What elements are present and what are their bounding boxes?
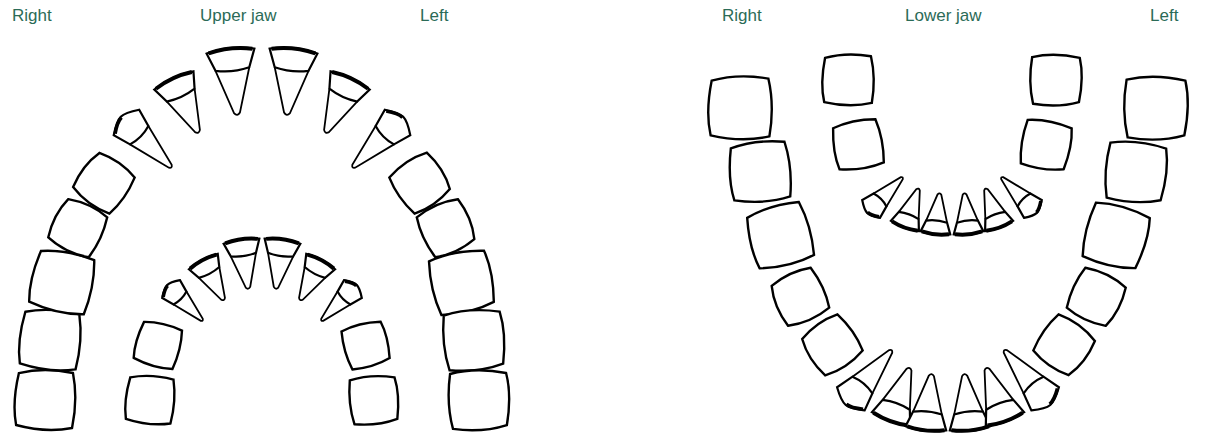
tooth bbox=[426, 247, 498, 318]
tooth bbox=[258, 236, 301, 291]
tooth bbox=[108, 104, 184, 180]
upper-primary-arch bbox=[124, 236, 400, 426]
tooth bbox=[944, 372, 991, 433]
tooth bbox=[743, 199, 817, 272]
tooth bbox=[993, 169, 1046, 222]
upper-permanent-arch bbox=[14, 46, 511, 431]
tooth bbox=[1063, 264, 1129, 330]
tooth bbox=[131, 318, 184, 371]
tooth bbox=[1124, 77, 1188, 140]
tooth bbox=[69, 148, 138, 217]
tooth bbox=[17, 307, 83, 372]
jaw-label: Left bbox=[1150, 6, 1178, 26]
jaw-label: Lower jaw bbox=[905, 6, 982, 26]
tooth bbox=[727, 139, 793, 204]
tooth bbox=[830, 117, 886, 173]
tooth bbox=[124, 374, 176, 426]
tooth bbox=[441, 308, 507, 373]
tooth bbox=[348, 374, 400, 426]
tooth bbox=[822, 54, 873, 105]
tooth bbox=[1018, 117, 1074, 173]
tooth bbox=[1079, 199, 1153, 272]
jaw-label: Right bbox=[722, 6, 762, 26]
tooth bbox=[797, 310, 866, 379]
jaw-label: Left bbox=[420, 6, 448, 26]
tooth bbox=[206, 46, 261, 118]
tooth bbox=[153, 69, 218, 142]
jaw-label: Upper jaw bbox=[200, 6, 277, 26]
tooth bbox=[1030, 55, 1081, 106]
tooth bbox=[14, 369, 77, 431]
lower-permanent-arch bbox=[708, 76, 1188, 433]
tooth bbox=[448, 369, 511, 431]
lower-primary-arch bbox=[822, 54, 1081, 236]
tooth bbox=[920, 192, 954, 236]
tooth bbox=[223, 236, 266, 291]
tooth bbox=[905, 372, 952, 433]
tooth bbox=[306, 69, 371, 142]
tooth bbox=[1103, 140, 1169, 205]
tooth bbox=[286, 252, 336, 308]
tooth bbox=[313, 276, 366, 329]
tooth bbox=[708, 76, 772, 139]
tooth bbox=[950, 192, 984, 236]
tooth bbox=[188, 252, 238, 308]
tooth bbox=[339, 319, 392, 372]
tooth bbox=[158, 276, 211, 329]
jaw-label: Right bbox=[12, 6, 52, 26]
tooth bbox=[263, 46, 318, 118]
